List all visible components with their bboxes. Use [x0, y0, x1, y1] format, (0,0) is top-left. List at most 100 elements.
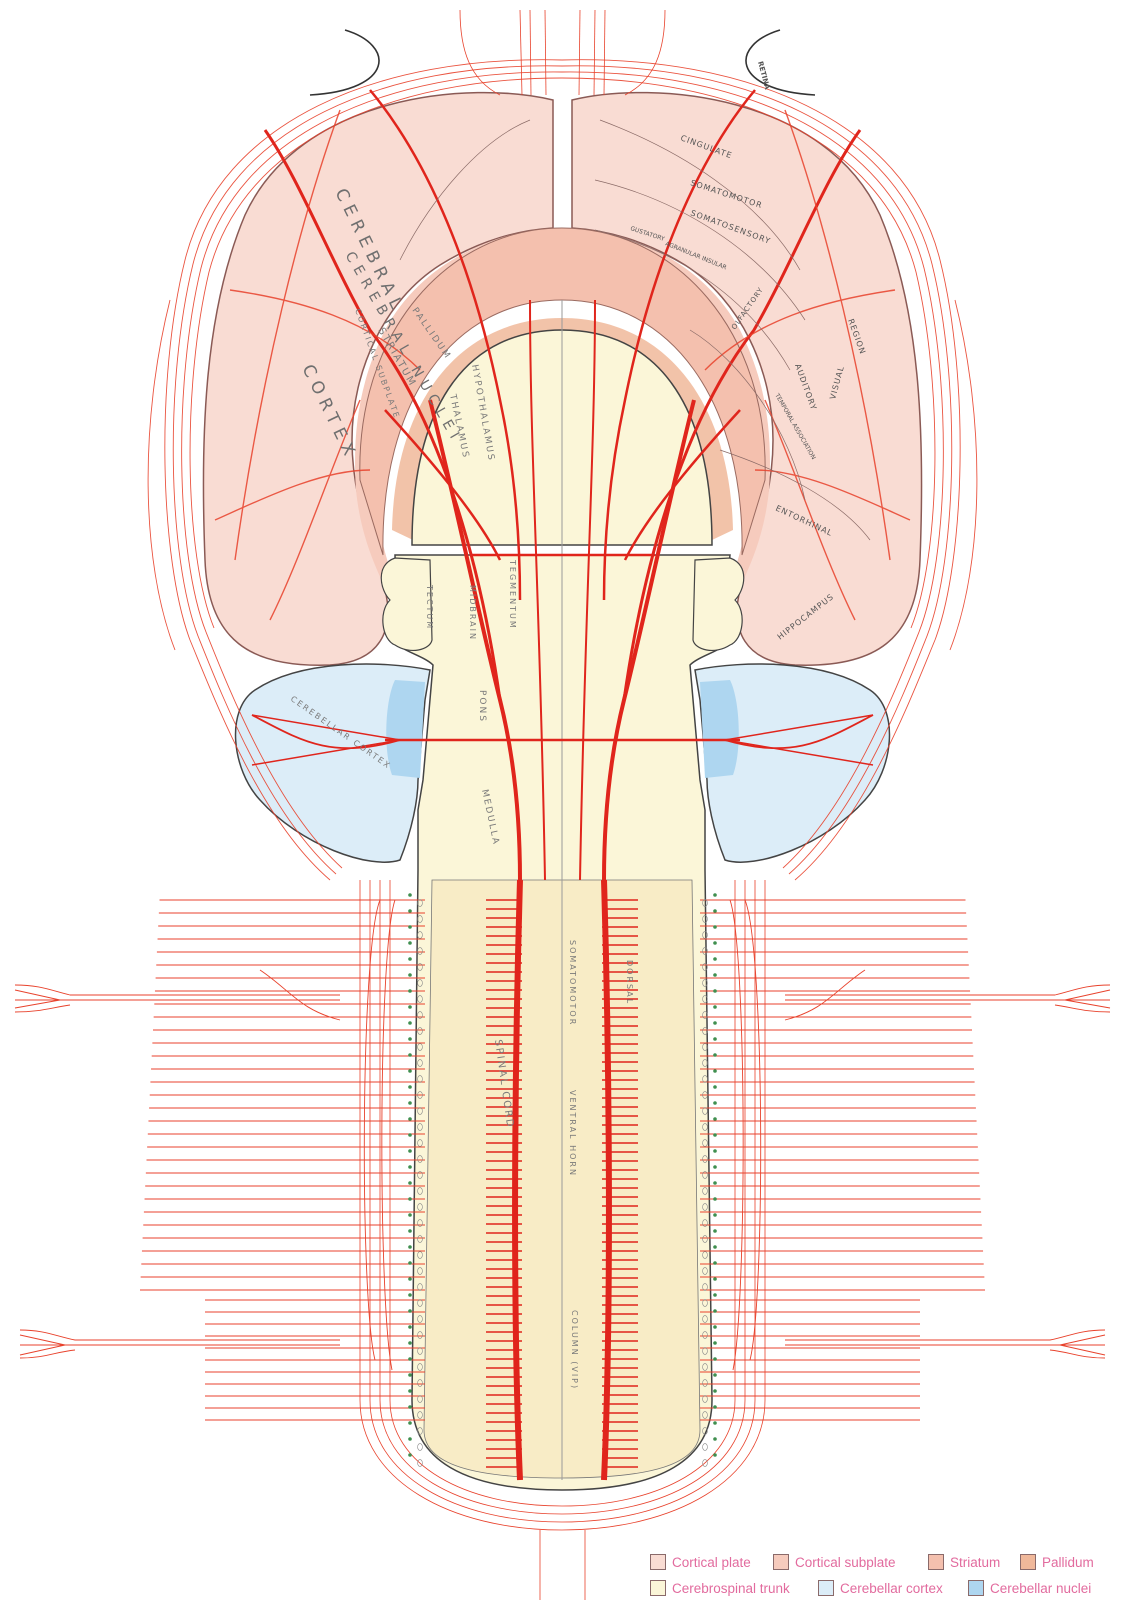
- ganglion-dot: [713, 1389, 717, 1393]
- ganglion-dot: [713, 1005, 717, 1009]
- label-column-vip: COLUMN (VIP): [570, 1310, 579, 1390]
- ganglion-dot: [713, 1165, 717, 1169]
- legend: Cortical plate Cortical subplate Striatu…: [650, 1546, 1125, 1603]
- legend-swatch: [928, 1554, 944, 1570]
- legend-item-pallidum: Pallidum: [1020, 1552, 1094, 1572]
- legend-swatch: [968, 1580, 984, 1596]
- ganglion-dot: [713, 925, 717, 929]
- ganglion-dot: [713, 1213, 717, 1217]
- ganglion-dot: [408, 1101, 412, 1105]
- legend-item-cerebellar-nuclei: Cerebellar nuclei: [968, 1578, 1091, 1598]
- legend-item-cerebellar-cortex: Cerebellar cortex: [818, 1578, 943, 1598]
- retina-cups: [310, 30, 815, 95]
- legend-item-cortical-subplate: Cortical subplate: [773, 1552, 896, 1572]
- ganglion-dot: [713, 1421, 717, 1425]
- ganglion-dot: [408, 1293, 412, 1297]
- ganglion-dot: [408, 941, 412, 945]
- ganglion-dot: [408, 1165, 412, 1169]
- ganglion-dot: [408, 1325, 412, 1329]
- legend-label: Striatum: [950, 1555, 1000, 1570]
- ganglion-dot: [408, 1085, 412, 1089]
- ganglion-dot: [713, 957, 717, 961]
- ganglion-dot: [408, 1053, 412, 1057]
- ganglion-dot: [713, 1405, 717, 1409]
- label-dorsal: DORSAL: [625, 960, 634, 1005]
- label-tegmentum: TEGMENTUM: [508, 559, 517, 630]
- ganglion-dot: [408, 1133, 412, 1137]
- ganglion-dot: [713, 1069, 717, 1073]
- ganglion-dot: [408, 1373, 412, 1377]
- ganglion-dot: [408, 893, 412, 897]
- ganglion-dot: [713, 1053, 717, 1057]
- ganglion-dot: [713, 1373, 717, 1377]
- ganglion-dot: [408, 1197, 412, 1201]
- ganglion-dot: [713, 1325, 717, 1329]
- ganglion-dot: [713, 1277, 717, 1281]
- legend-label: Cerebellar cortex: [840, 1581, 943, 1596]
- cerebrospinal-trunk: [381, 300, 744, 1490]
- ganglion-dot: [408, 1037, 412, 1041]
- ganglion-dot: [408, 909, 412, 913]
- ganglion-dot: [408, 1405, 412, 1409]
- label-pons: PONS: [477, 690, 487, 723]
- legend-swatch: [818, 1580, 834, 1596]
- ganglion-dot: [713, 1021, 717, 1025]
- legend-label: Pallidum: [1042, 1555, 1094, 1570]
- root-ganglion: [418, 1444, 423, 1451]
- label-ventral-horn: VENTRAL HORN: [568, 1090, 577, 1177]
- ganglion-dot: [408, 1005, 412, 1009]
- ganglion-dot: [713, 1293, 717, 1297]
- ganglion-dot: [408, 1341, 412, 1345]
- ganglion-dot: [713, 1357, 717, 1361]
- ganglion-dot: [408, 1453, 412, 1457]
- legend-label: Cortical plate: [672, 1555, 751, 1570]
- legend-swatch: [773, 1554, 789, 1570]
- ganglion-dot: [408, 1245, 412, 1249]
- ganglion-dot: [713, 941, 717, 945]
- label-tectum: TECTUM: [425, 584, 434, 630]
- tectum-lobe-right: [693, 558, 744, 650]
- tectum-lobe: [381, 558, 432, 650]
- ganglion-dot: [408, 1421, 412, 1425]
- ganglion-dot: [713, 1341, 717, 1345]
- ganglion-dot: [713, 1037, 717, 1041]
- legend-swatch: [650, 1554, 666, 1570]
- ganglion-dot: [713, 1197, 717, 1201]
- ganglion-dot: [408, 1117, 412, 1121]
- ganglion-dot: [408, 989, 412, 993]
- root-ganglion: [703, 1444, 708, 1451]
- ganglion-dot: [713, 1117, 717, 1121]
- ganglion-dot: [713, 1245, 717, 1249]
- ganglion-dot: [408, 1069, 412, 1073]
- legend-item-cortical-plate: Cortical plate: [650, 1552, 751, 1572]
- ganglion-dot: [408, 1213, 412, 1217]
- ganglion-dot: [408, 1229, 412, 1233]
- ganglion-dot: [713, 1133, 717, 1137]
- ganglion-dot: [408, 1149, 412, 1153]
- ganglion-dot: [713, 1309, 717, 1313]
- ganglion-dot: [408, 1309, 412, 1313]
- ganglion-dot: [408, 1181, 412, 1185]
- ganglion-dot: [713, 909, 717, 913]
- legend-label: Cerebellar nuclei: [990, 1581, 1091, 1596]
- cerebellar-nuclei-right: [700, 680, 739, 778]
- ganglion-dot: [408, 1389, 412, 1393]
- legend-label: Cortical subplate: [795, 1555, 896, 1570]
- ganglion-dot: [713, 989, 717, 993]
- label-somatomotor-column: SOMATOMOTOR: [568, 940, 577, 1026]
- ganglion-dot: [408, 973, 412, 977]
- legend-item-striatum: Striatum: [928, 1552, 1000, 1572]
- ganglion-dot: [713, 893, 717, 897]
- ganglion-dot: [408, 1261, 412, 1265]
- ganglion-dot: [713, 1101, 717, 1105]
- legend-label: Cerebrospinal trunk: [672, 1581, 790, 1596]
- ganglion-dot: [713, 1149, 717, 1153]
- ganglion-dot: [408, 925, 412, 929]
- legend-swatch: [650, 1580, 666, 1596]
- ganglion-dot: [713, 1229, 717, 1233]
- ganglion-dot: [408, 1357, 412, 1361]
- ganglion-dot: [408, 1437, 412, 1441]
- ganglion-dot: [408, 1277, 412, 1281]
